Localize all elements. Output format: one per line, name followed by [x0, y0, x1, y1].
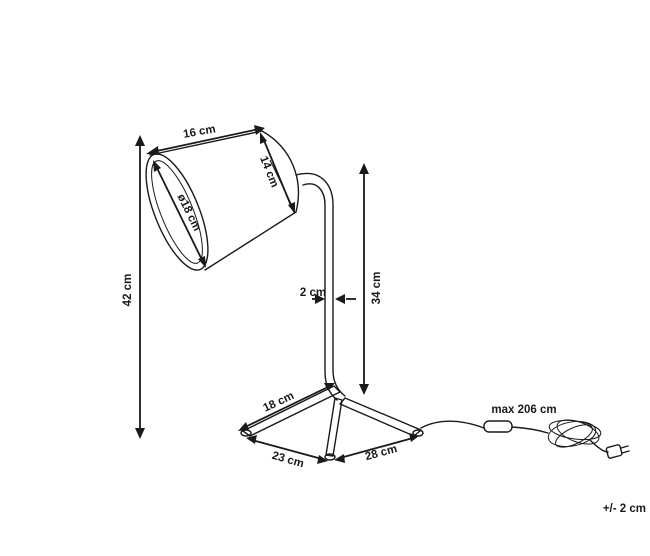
label-total-height: 42 cm [122, 274, 134, 307]
dimension-labels: 16 cm ø18 cm 14 cm 42 cm 34 cm 2 cm 18 c… [122, 123, 646, 515]
label-shade-length: 16 cm [182, 123, 216, 140]
dim-base-right-line [339, 437, 414, 459]
dim-base-left-line [251, 439, 323, 460]
label-tolerance: +/- 2 cm [603, 503, 646, 515]
dim-shade-length-line [151, 128, 260, 153]
dim-base-back-line [242, 385, 331, 429]
label-base-right: 28 cm [364, 443, 399, 463]
label-cable-length: max 206 cm [491, 404, 556, 416]
label-neck-height: 34 cm [371, 272, 383, 305]
lamp-pole [295, 172, 346, 401]
dim-shade-small-line [262, 137, 293, 209]
dimension-lines [135, 125, 419, 464]
dim-shade-diameter-line [155, 165, 204, 263]
lamp-cable [420, 419, 630, 459]
label-pole-thickness: 2 cm [300, 287, 326, 299]
